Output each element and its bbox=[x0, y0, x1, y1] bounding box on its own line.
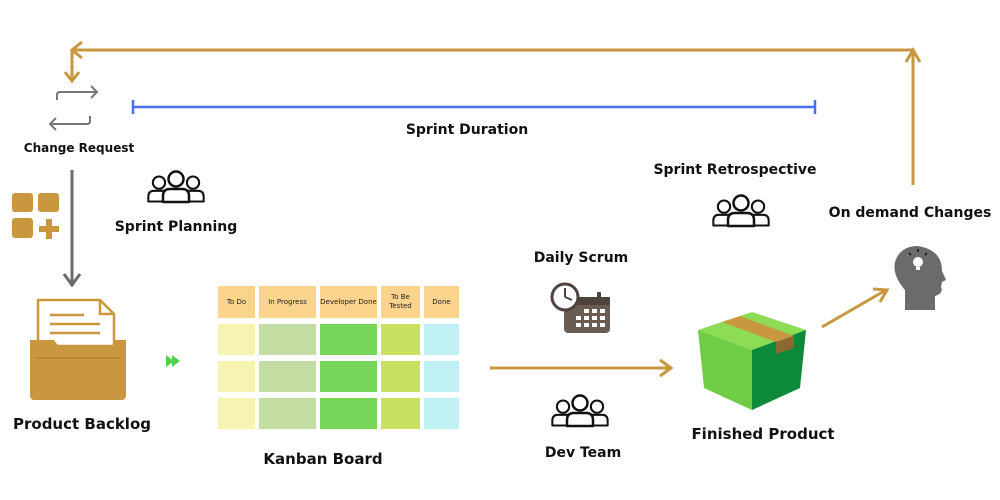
on-demand-changes-label: On demand Changes bbox=[828, 205, 992, 221]
package-box-icon bbox=[698, 312, 806, 410]
sprint-retrospective-label: Sprint Retrospective bbox=[653, 162, 817, 178]
swap-arrows-icon bbox=[48, 85, 99, 131]
kanban-header-developer-done: Developer Done bbox=[320, 286, 377, 318]
flow-arrow-to-product bbox=[490, 358, 674, 378]
kanban-cell bbox=[320, 361, 377, 392]
kanban-cell bbox=[259, 361, 316, 392]
head-lightbulb-icon bbox=[894, 246, 946, 310]
kanban-cell bbox=[320, 324, 377, 355]
kanban-cell bbox=[218, 361, 255, 392]
feedback-loop-arrow bbox=[63, 40, 922, 185]
double-play-icon bbox=[166, 355, 180, 367]
kanban-cell bbox=[424, 324, 459, 355]
sprint-planning-label: Sprint Planning bbox=[114, 219, 238, 235]
team-icon-retrospective bbox=[713, 196, 768, 227]
sprint-duration-label: Sprint Duration bbox=[405, 122, 529, 138]
kanban-cell bbox=[424, 398, 459, 429]
flow-arrow-to-changes bbox=[821, 287, 890, 329]
kanban-cell bbox=[259, 398, 316, 429]
change-request-label: Change Request bbox=[23, 141, 135, 155]
kanban-header-todo: To Do bbox=[218, 286, 255, 318]
kanban-board: To Do In Progress Developer Done To Be T… bbox=[218, 286, 459, 429]
kanban-cell bbox=[259, 324, 316, 355]
kanban-cell bbox=[424, 361, 459, 392]
team-icon-dev bbox=[552, 396, 607, 427]
kanban-cell bbox=[320, 398, 377, 429]
kanban-header-to-be-tested: To Be Tested bbox=[381, 286, 420, 318]
daily-scrum-label: Daily Scrum bbox=[533, 250, 629, 266]
calendar-clock-icon bbox=[550, 282, 610, 333]
kanban-cell bbox=[381, 324, 420, 355]
kanban-cell bbox=[381, 361, 420, 392]
kanban-header-done: Done bbox=[424, 286, 459, 318]
sprint-duration-line bbox=[131, 100, 817, 114]
folder-document-icon bbox=[30, 298, 126, 400]
finished-product-label: Finished Product bbox=[691, 425, 835, 443]
kanban-header-in-progress: In Progress bbox=[259, 286, 316, 318]
product-backlog-label: Product Backlog bbox=[12, 415, 152, 433]
grid-add-icon bbox=[12, 193, 59, 239]
kanban-cell bbox=[218, 324, 255, 355]
gray-down-arrow bbox=[62, 170, 82, 288]
kanban-cell bbox=[218, 398, 255, 429]
dev-team-label: Dev Team bbox=[544, 445, 622, 461]
kanban-board-label: Kanban Board bbox=[263, 450, 383, 468]
kanban-cell bbox=[381, 398, 420, 429]
team-icon-planning bbox=[148, 172, 203, 203]
